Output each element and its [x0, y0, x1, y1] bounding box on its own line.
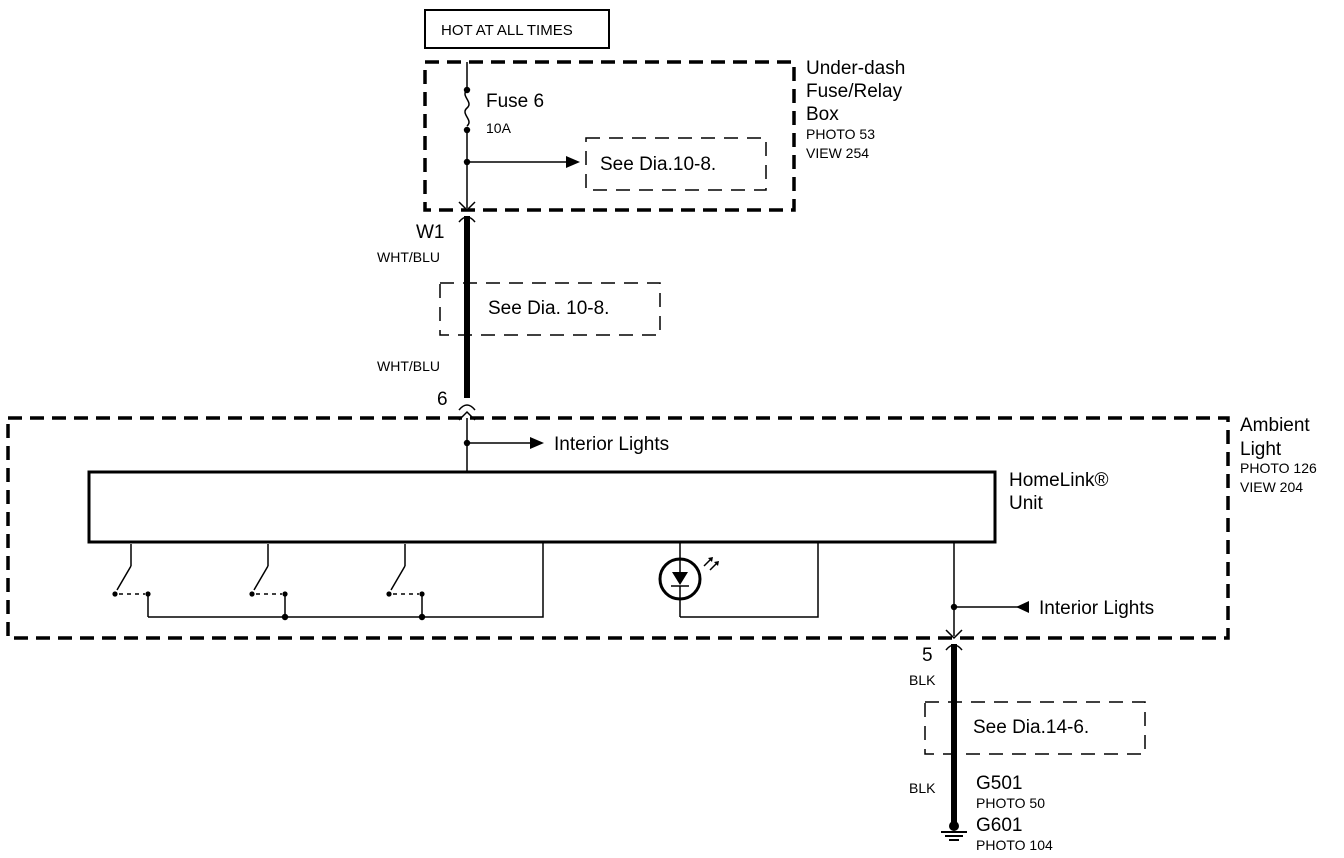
- pin-6-label: 6: [437, 389, 448, 410]
- power-source-label: HOT AT ALL TIMES: [441, 22, 573, 39]
- arrow-interior-top: [530, 437, 544, 449]
- ground-icon: [941, 821, 967, 841]
- homelink-switch-1: [112, 544, 151, 617]
- homelink-switch-2: [249, 544, 288, 617]
- ambient-photo: PHOTO 126: [1240, 460, 1317, 476]
- homelink-label-1: HomeLink®: [1009, 470, 1109, 491]
- see-dia-top-label: See Dia.10-8.: [600, 154, 716, 175]
- fuse-box-outline: [423, 60, 796, 212]
- fuse-box-name-2: Fuse/Relay: [806, 81, 903, 102]
- wire-upper-color-1: WHT/BLU: [377, 249, 440, 265]
- homelink-unit-box: [87, 470, 997, 544]
- interior-lights-bottom-label: Interior Lights: [1039, 598, 1154, 619]
- arrow-interior-bottom: [1016, 601, 1029, 613]
- ground-g601: G601: [976, 815, 1022, 836]
- homelink-label-2: Unit: [1009, 493, 1044, 514]
- ambient-view: VIEW 204: [1240, 479, 1303, 495]
- pin-5-label: 5: [922, 645, 933, 666]
- homelink-switch-3: [386, 544, 425, 617]
- splice-switch-3: [418, 613, 426, 621]
- led-indicator: [658, 542, 719, 617]
- connector-pin5-male: [945, 629, 963, 640]
- ground-g601-photo: PHOTO 104: [976, 837, 1053, 853]
- ambient-name-2: Light: [1240, 439, 1282, 460]
- see-dia-box-mid: [439, 282, 661, 336]
- see-dia-box-top: [585, 137, 767, 191]
- fuse-box-photo: PHOTO 53: [806, 126, 875, 142]
- wire-lower-color-1: BLK: [909, 672, 936, 688]
- led-return-wire: [680, 542, 819, 618]
- interior-lights-top-label: Interior Lights: [554, 434, 669, 455]
- see-dia-lower-label: See Dia.14-6.: [973, 717, 1089, 738]
- ground-g501: G501: [976, 773, 1022, 794]
- see-dia-mid-label: See Dia. 10-8.: [488, 298, 609, 319]
- ground-g501-photo: PHOTO 50: [976, 795, 1045, 811]
- splice-switch-2: [281, 613, 289, 621]
- fuse-rating: 10A: [486, 120, 512, 136]
- fuse-label: Fuse 6: [486, 91, 544, 112]
- connector-w1-label: W1: [416, 222, 445, 243]
- fuse-box-name-1: Under-dash: [806, 58, 905, 79]
- fuse-box-view: VIEW 254: [806, 145, 869, 161]
- wire-lower-color-2: BLK: [909, 780, 936, 796]
- fuse-box-name-3: Box: [806, 104, 839, 125]
- connector-w1-male: [458, 201, 476, 212]
- wire-upper-color-2: WHT/BLU: [377, 358, 440, 374]
- power-source-box: [424, 9, 610, 49]
- ambient-name-1: Ambient: [1240, 415, 1310, 436]
- see-dia-box-lower: [924, 701, 1146, 755]
- fuse-symbol: [464, 89, 470, 127]
- arrow-see-dia-top: [566, 156, 580, 168]
- switch-common-wire: [148, 542, 544, 618]
- connector-pin6-female: [458, 404, 476, 411]
- ambient-light-outline: [6, 416, 1230, 640]
